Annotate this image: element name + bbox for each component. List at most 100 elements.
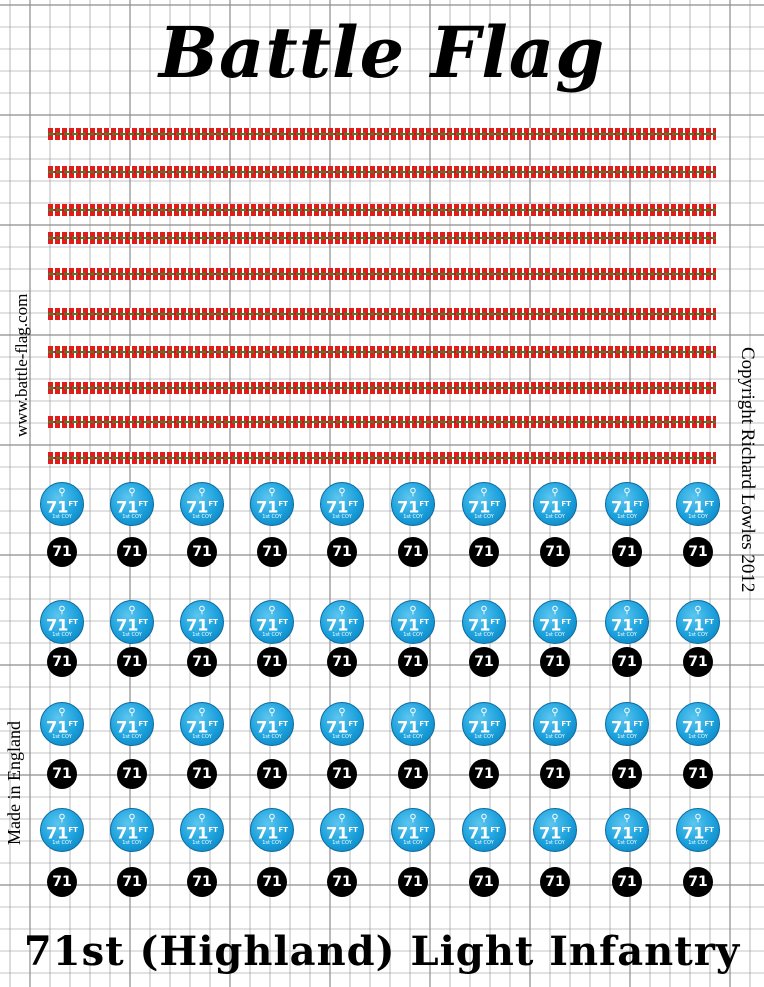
- bugle-icon: ⚲: [268, 486, 276, 498]
- unit-marker: 71: [327, 867, 357, 897]
- counter-company: 1st COY: [122, 632, 142, 639]
- bugle-icon: ⚲: [623, 706, 631, 718]
- flag-strip: [48, 166, 716, 178]
- counter-number: 71FT: [682, 497, 714, 517]
- bugle-icon: ⚲: [58, 604, 66, 616]
- counter-company: 1st COY: [474, 632, 494, 639]
- counter-number: 71FT: [468, 615, 500, 635]
- counter-company: 1st COY: [262, 514, 282, 521]
- flag-strip: [48, 232, 716, 244]
- counter-company: 1st COY: [617, 632, 637, 639]
- bugle-icon: ⚲: [623, 812, 631, 824]
- counter-number: 71FT: [468, 497, 500, 517]
- counter-company: 1st COY: [474, 514, 494, 521]
- unit-marker: 71: [257, 647, 287, 677]
- counter-company: 1st COY: [545, 840, 565, 847]
- counter-company: 1st COY: [192, 734, 212, 741]
- counter-number: 71FT: [186, 615, 218, 635]
- bugle-icon: ⚲: [480, 486, 488, 498]
- copyright-text: Copyright Richard Lowles 2012: [737, 347, 758, 593]
- counter-company: 1st COY: [122, 514, 142, 521]
- counter-company: 1st COY: [332, 840, 352, 847]
- counter-number: 71FT: [186, 823, 218, 843]
- counter-number: 71FT: [397, 497, 429, 517]
- unit-marker: 71: [398, 647, 428, 677]
- bugle-icon: ⚲: [623, 486, 631, 498]
- counter-company: 1st COY: [545, 514, 565, 521]
- unit-marker: 71: [327, 759, 357, 789]
- counter-number: 71FT: [46, 823, 78, 843]
- unit-title: 71st (Highland) Light Infantry: [23, 928, 741, 975]
- bugle-icon: ⚲: [338, 812, 346, 824]
- counter-number: 71FT: [256, 823, 288, 843]
- unit-marker: 71: [47, 647, 77, 677]
- counter-company: 1st COY: [332, 514, 352, 521]
- bugle-icon: ⚲: [338, 604, 346, 616]
- unit-marker: 71: [47, 537, 77, 567]
- counter-company: 1st COY: [332, 632, 352, 639]
- flag-strip: [48, 204, 716, 216]
- unit-marker: 71: [187, 647, 217, 677]
- counter-number: 71FT: [682, 717, 714, 737]
- counter-company: 1st COY: [403, 734, 423, 741]
- bugle-icon: ⚲: [694, 812, 702, 824]
- flag-strip: [48, 128, 716, 140]
- unit-marker: 71: [117, 647, 147, 677]
- counter-number: 71FT: [611, 823, 643, 843]
- counter-company: 1st COY: [262, 734, 282, 741]
- counter-company: 1st COY: [52, 514, 72, 521]
- bugle-icon: ⚲: [58, 486, 66, 498]
- counter-company: 1st COY: [332, 734, 352, 741]
- unit-marker: 71: [683, 759, 713, 789]
- unit-marker: 71: [117, 537, 147, 567]
- bugle-icon: ⚲: [198, 812, 206, 824]
- website-text: www.battle-flag.com: [12, 293, 31, 437]
- unit-marker: 71: [540, 647, 570, 677]
- counter-company: 1st COY: [688, 514, 708, 521]
- unit-marker: 71: [469, 759, 499, 789]
- counter-number: 71FT: [116, 717, 148, 737]
- bugle-icon: ⚲: [480, 706, 488, 718]
- counter-number: 71FT: [539, 823, 571, 843]
- counter-number: 71FT: [186, 717, 218, 737]
- bugle-icon: ⚲: [268, 706, 276, 718]
- counter-number: 71FT: [326, 823, 358, 843]
- counter-number: 71FT: [256, 497, 288, 517]
- counter-company: 1st COY: [617, 514, 637, 521]
- bugle-icon: ⚲: [58, 706, 66, 718]
- unit-marker: 71: [187, 759, 217, 789]
- bugle-icon: ⚲: [409, 812, 417, 824]
- bugle-icon: ⚲: [128, 812, 136, 824]
- counter-company: 1st COY: [474, 734, 494, 741]
- counter-number: 71FT: [46, 497, 78, 517]
- unit-marker: 71: [469, 867, 499, 897]
- counter-number: 71FT: [116, 497, 148, 517]
- counter-number: 71FT: [611, 497, 643, 517]
- counter-company: 1st COY: [474, 840, 494, 847]
- counter-number: 71FT: [611, 615, 643, 635]
- counter-number: 71FT: [539, 497, 571, 517]
- counter-number: 71FT: [682, 823, 714, 843]
